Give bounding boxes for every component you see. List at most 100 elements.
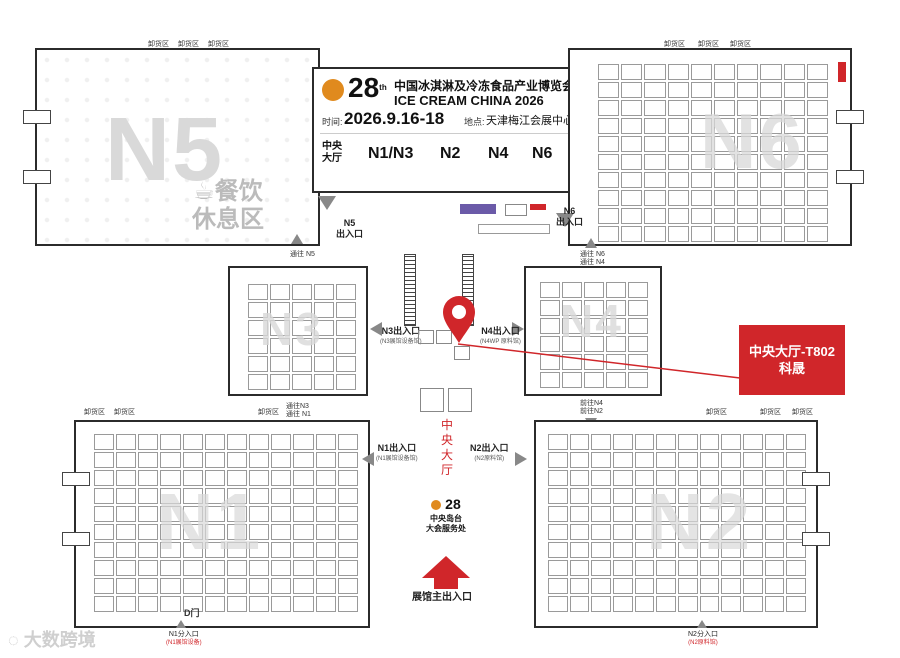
- poster-hall-n6: N6: [532, 145, 553, 162]
- escalator: [404, 254, 416, 326]
- hall-n2-label: N2: [646, 477, 753, 566]
- unload-label: 卸货区: [698, 41, 719, 48]
- watermark-logo-icon: ◌: [8, 630, 19, 650]
- booth-grid: [94, 434, 358, 612]
- booth-callout-exhibitor: 科晟: [778, 361, 805, 376]
- arrow-left-icon: [362, 452, 374, 466]
- passage-to-n4-n2: 前往N4 前往N2: [580, 400, 603, 415]
- n2-sub-entrance[interactable]: N2分入口(N2原料馆): [688, 631, 718, 646]
- side-door: [836, 110, 864, 124]
- side-door: [23, 170, 51, 184]
- unload-label: 卸货区: [730, 41, 751, 48]
- unload-label: 卸货区: [208, 41, 229, 48]
- expo-title-cn: 中国冰淇淋及冷冻食品产业博览会: [394, 79, 575, 93]
- hall-n4-label: N4: [560, 295, 623, 347]
- side-door: [62, 472, 90, 486]
- expo-venue: 天津梅江会展中心: [486, 115, 574, 127]
- edition-number: 28th: [348, 72, 387, 103]
- arrow-left-icon: [370, 322, 382, 336]
- unload-label: 卸货区: [114, 409, 135, 416]
- booth-grid: [598, 64, 828, 242]
- passage-to-n5: 通往 N5: [290, 251, 315, 258]
- hall-n3-label: N3: [260, 303, 323, 355]
- arrow-right-icon: [515, 452, 527, 466]
- booth-callout-title: 中央大厅-T802: [749, 344, 835, 359]
- center-hall-label: 中央大厅: [322, 141, 342, 164]
- n1-sub-entrance[interactable]: N1分入口(N1展馆设备): [166, 631, 202, 646]
- hall-n1-label: N1: [156, 477, 263, 566]
- hall-n3: N3: [228, 266, 368, 396]
- arrow-down-icon: [556, 213, 574, 227]
- service-desk[interactable]: 28 中央岛台 大会服务处: [418, 496, 474, 540]
- expo-venue-label: 地点:: [464, 117, 485, 127]
- hall-n1: N1: [62, 420, 370, 628]
- n1-entrance[interactable]: N1出入口(N1展馆设备馆): [376, 443, 418, 462]
- rest-area-label: ☕餐饮 休息区: [192, 178, 264, 233]
- arrow-down-icon: [318, 196, 336, 210]
- lobby-booth: [460, 204, 496, 214]
- unload-label: 卸货区: [792, 409, 813, 416]
- expo-time-label: 时间:: [322, 117, 343, 127]
- hall-n5: N5 ☕餐饮 休息区: [23, 48, 320, 246]
- arrow-up-icon: [176, 620, 186, 628]
- poster-hall-n1n3: N1/N3: [368, 145, 414, 162]
- lobby-booth: [448, 388, 472, 412]
- lobby-booth: [420, 388, 444, 412]
- side-door: [836, 170, 864, 184]
- passage-to-n3-n1: 通往N3 通往 N1: [286, 403, 311, 418]
- service-desk-line2: 大会服务处: [426, 524, 466, 533]
- arrow-right-icon: [512, 322, 524, 336]
- lobby-booth-row: [478, 224, 550, 234]
- booth-callout[interactable]: 中央大厅-T802 科晟: [739, 325, 845, 395]
- side-door: [62, 532, 90, 546]
- hall-n5-label: N5: [105, 100, 225, 200]
- expo-time: 2026.9.16-18: [344, 109, 445, 128]
- hall-n2: N2: [534, 420, 830, 628]
- hall-n4: N4: [524, 266, 662, 396]
- red-marker: [838, 62, 846, 82]
- n2-entrance[interactable]: N2出入口(N2原料馆): [470, 443, 509, 462]
- arrow-up-icon: [697, 620, 707, 628]
- n5-entrance[interactable]: N5 出入口: [336, 218, 364, 239]
- side-door: [802, 532, 830, 546]
- unload-label: 卸货区: [148, 41, 169, 48]
- booth-grid: [248, 284, 356, 390]
- edition-badge: [322, 79, 344, 101]
- location-pin-icon: [443, 296, 475, 343]
- hall-n6-label: N6: [700, 97, 804, 185]
- poster-hall-n2: N2: [440, 145, 461, 162]
- central-hall-label: 中央大厅: [441, 418, 454, 477]
- n3-entrance[interactable]: N3出入口(N3展馆设备馆): [380, 326, 422, 345]
- service-badge: 28: [431, 496, 461, 512]
- unload-label: 卸货区: [664, 41, 685, 48]
- expo-poster: 28th 中国冰淇淋及冷冻食品产业博览会 ICE CREAM CHINA 202…: [312, 67, 588, 193]
- unload-label: 卸货区: [84, 409, 105, 416]
- poster-hall-n4: N4: [488, 145, 509, 162]
- door-d-label: D门: [184, 608, 200, 618]
- main-entrance-arrow-icon: [434, 577, 458, 589]
- lobby-booth: [436, 330, 452, 344]
- main-entrance[interactable]: 展馆主出入口: [412, 592, 472, 603]
- lobby-booth-highlight: [454, 346, 470, 360]
- n4-entrance[interactable]: N4出入口(N4WP 原料馆): [480, 326, 521, 345]
- arrow-up-icon: [585, 238, 597, 248]
- unload-label: 卸货区: [706, 409, 727, 416]
- lobby-booth: [530, 204, 546, 210]
- watermark: ◌ 大数跨境: [8, 630, 96, 650]
- expo-title-en: ICE CREAM CHINA 2026: [394, 93, 544, 108]
- service-desk-line1: 中央岛台: [430, 514, 462, 523]
- hall-n6: N6: [568, 48, 864, 246]
- rest-icon: ☕: [193, 178, 215, 205]
- n6-entrance[interactable]: N6 出入口: [556, 206, 584, 227]
- lobby-booth: [418, 330, 434, 344]
- arrow-up-icon: [291, 234, 303, 244]
- lobby-booth: [505, 204, 527, 216]
- unload-label: 卸货区: [760, 409, 781, 416]
- booth-grid: [540, 282, 648, 388]
- main-entrance-arrow-icon: [422, 556, 470, 578]
- unload-label: 卸货区: [178, 41, 199, 48]
- side-door: [802, 472, 830, 486]
- unload-label: 卸货区: [258, 409, 279, 416]
- side-door: [23, 110, 51, 124]
